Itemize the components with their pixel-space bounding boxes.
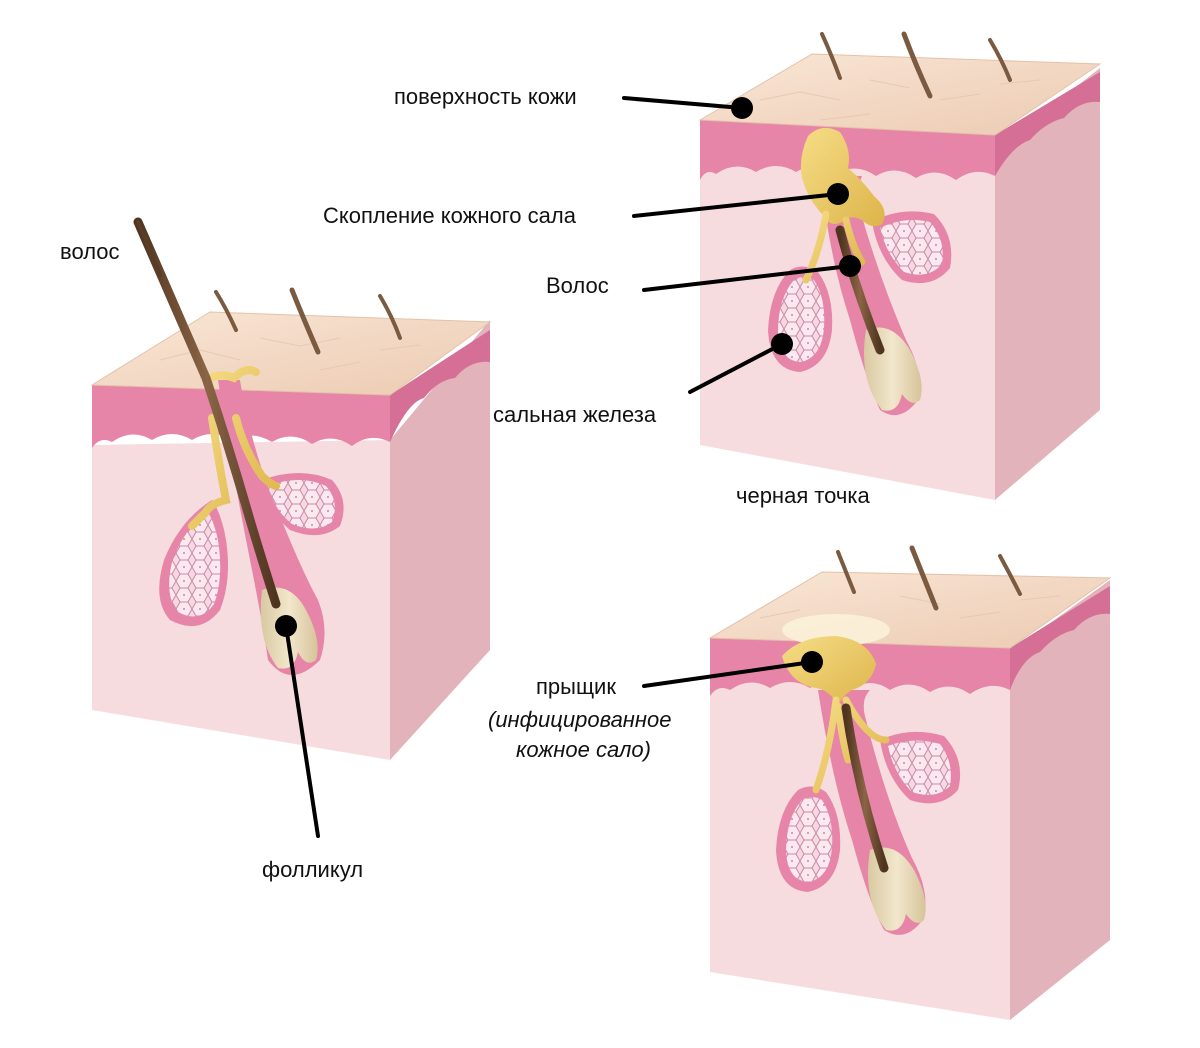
sebaceous-gland-left (786, 797, 833, 882)
skin-block-blackhead (698, 31, 1102, 500)
sebum-plug (800, 127, 885, 227)
dot-skin-surface (731, 97, 753, 119)
skin-surface-top (698, 53, 1102, 136)
skin-block-pimple (708, 545, 1112, 1020)
dot-pimple (801, 651, 823, 673)
small-hair-3 (998, 554, 1022, 596)
label-pimple-sub-1: (инфицированное (488, 707, 672, 732)
label-hair-left: волос (60, 239, 120, 264)
small-hair-1 (214, 290, 238, 332)
leader-pimple (642, 660, 814, 688)
skin-surface-top (90, 311, 492, 396)
epidermis-side (995, 72, 1100, 176)
small-hair-3 (988, 38, 1012, 82)
epidermis-side (1010, 586, 1110, 690)
dot-sebaceous-gland (771, 333, 793, 355)
small-hair-3 (378, 294, 402, 340)
skin-texture-lines (759, 79, 1041, 121)
skin-texture-lines (759, 595, 1061, 619)
label-pimple: прыщик (536, 674, 616, 699)
leader-hair (642, 264, 852, 292)
surface-swelling (782, 614, 890, 646)
label-sebaceous-gland: сальная железа (493, 402, 657, 427)
sebum-channels (802, 210, 866, 284)
sebaceous-gland-right (888, 740, 951, 795)
sebum-channels (188, 366, 280, 530)
small-hair-2 (909, 545, 939, 611)
hair-shaft (841, 703, 889, 873)
small-hair-2 (289, 287, 321, 355)
epidermis-side (390, 330, 490, 442)
leader-sebaceous-gland (688, 342, 784, 394)
sebaceous-gland-right (880, 220, 943, 275)
leader-lines (275, 96, 861, 838)
sebaceous-gland-left (169, 512, 221, 617)
dot-follicle (275, 615, 297, 637)
skin-texture-lines (159, 337, 421, 379)
sebaceous-gland-right (268, 480, 335, 529)
dermis-side-face (995, 68, 1100, 500)
skin-block-normal-follicle (90, 217, 492, 760)
label-follicle: фолликул (262, 857, 363, 882)
hair-tip-left (136, 220, 162, 277)
dot-sebum-buildup (827, 183, 849, 205)
dermis-side-face (390, 320, 490, 760)
label-hair-right: Волос (546, 273, 609, 298)
small-hair-1 (836, 550, 856, 594)
label-sebum-buildup: Скопление кожного сала (323, 203, 577, 228)
dot-hair (839, 255, 861, 277)
leader-follicle (284, 624, 320, 838)
small-hair-2 (901, 31, 933, 99)
caption-blackhead: черная точка (736, 483, 870, 508)
leader-sebum-buildup (632, 192, 840, 218)
label-pimple-sub-2: кожное сало) (516, 737, 651, 762)
hair-shaft-right (835, 225, 885, 355)
hair-shaft-left (133, 217, 281, 609)
dermis-side-face (1010, 580, 1110, 1020)
small-hair-1 (820, 32, 842, 80)
leader-skin-surface (622, 96, 744, 110)
labels: волос фолликул поверхность кожи Скоплени… (60, 84, 870, 882)
label-skin-surface: поверхность кожи (394, 84, 577, 109)
